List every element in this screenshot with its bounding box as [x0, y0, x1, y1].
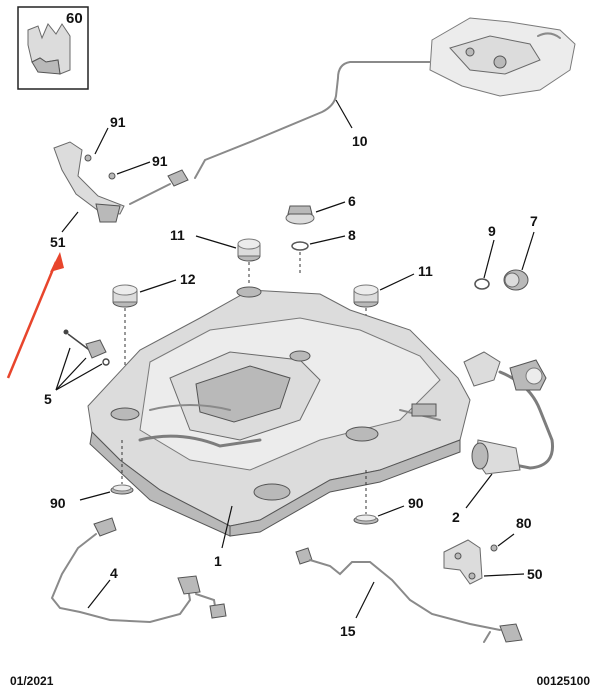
- callout-2: 2: [452, 509, 460, 525]
- callout-5: 5: [44, 391, 52, 407]
- callout-9: 9: [488, 223, 496, 239]
- callout-51: 51: [50, 234, 66, 250]
- bracket-51: [53, 141, 125, 223]
- callout-90a: 90: [50, 495, 66, 511]
- callout-4: 4: [110, 565, 118, 581]
- bracket-50: [443, 539, 483, 585]
- pad-90-left: [110, 484, 134, 495]
- fuel-tank: [87, 286, 471, 537]
- callout-91b: 91: [152, 153, 168, 169]
- pad-90-right: [353, 514, 379, 525]
- callout-10: 10: [352, 133, 368, 149]
- part-7-cap: [503, 269, 529, 291]
- mount-12: [112, 284, 138, 308]
- highlight-arrow: [6, 252, 64, 379]
- callout-11b: 11: [418, 263, 433, 279]
- line-15: [295, 547, 523, 643]
- callout-11a: 11: [170, 227, 185, 243]
- filler-neck-2: [463, 351, 555, 475]
- callout-12: 12: [180, 271, 196, 287]
- callout-6: 6: [348, 193, 356, 209]
- callout-50: 50: [527, 566, 543, 582]
- clip-part: [129, 169, 189, 205]
- screws-5: [63, 329, 110, 366]
- harness-4: [50, 517, 227, 624]
- part-8-ring: [291, 241, 309, 251]
- inset-part-60: 60: [17, 6, 89, 90]
- callout-60: 60: [66, 10, 83, 27]
- mount-11-left: [237, 238, 261, 262]
- callout-15: 15: [340, 623, 356, 639]
- part-6-cap: [285, 205, 315, 225]
- callout-91a: 91: [110, 114, 126, 130]
- mount-11-right: [353, 284, 379, 308]
- callout-8: 8: [348, 227, 356, 243]
- callout-1: 1: [214, 553, 222, 569]
- part-9-seal: [474, 278, 490, 290]
- vent-hose-10: [194, 61, 431, 179]
- canister-assembly: [429, 17, 576, 97]
- screw-91: [108, 172, 116, 180]
- bolt-80: [490, 544, 498, 552]
- footer-reference: 00125100: [536, 674, 590, 688]
- callout-90b: 90: [408, 495, 424, 511]
- callout-80: 80: [516, 515, 532, 531]
- footer-date: 01/2021: [10, 674, 54, 688]
- callout-7: 7: [530, 213, 538, 229]
